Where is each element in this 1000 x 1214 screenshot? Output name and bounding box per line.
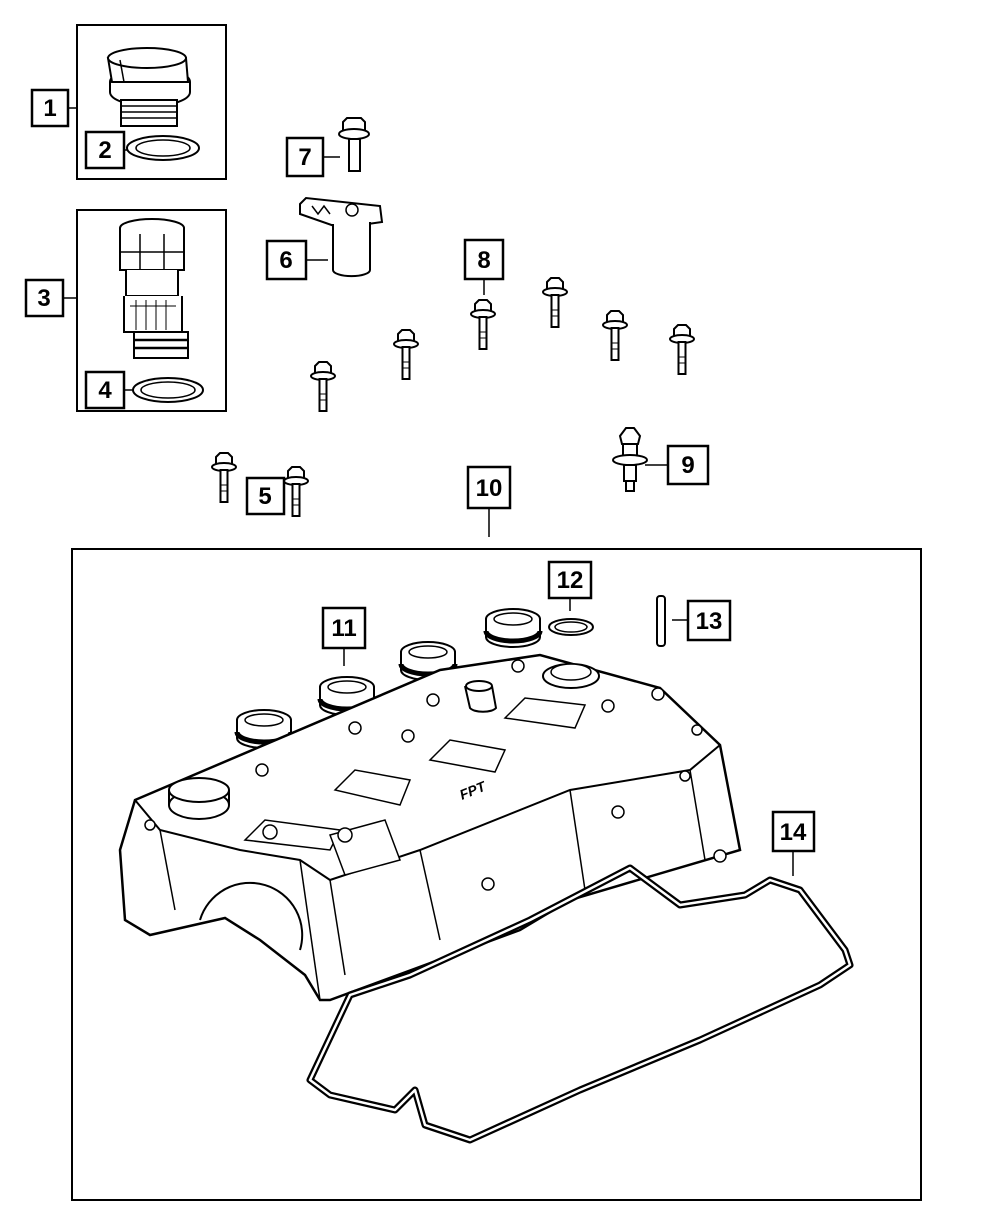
callout-14: 14 [771, 810, 816, 853]
callout-13: 13 [686, 599, 732, 642]
svg-text:7: 7 [298, 144, 311, 171]
svg-text:6: 6 [279, 247, 292, 274]
callout-3: 3 [24, 278, 65, 318]
dowel-pin-part[interactable] [656, 595, 666, 647]
svg-text:12: 12 [557, 567, 584, 594]
filler-group-box [76, 209, 227, 412]
svg-text:2: 2 [98, 137, 111, 164]
bolt-set-part-8[interactable] [310, 277, 695, 412]
sensor-bolt-part[interactable] [338, 117, 370, 172]
svg-text:14: 14 [780, 819, 807, 846]
svg-text:11: 11 [331, 615, 356, 642]
callout-8: 8 [463, 238, 505, 281]
tube-o-ring-part[interactable] [132, 377, 204, 403]
svg-text:9: 9 [681, 452, 694, 479]
callout-10: 10 [466, 465, 512, 510]
breather-stud-part[interactable] [612, 427, 648, 492]
callout-1: 1 [30, 88, 70, 128]
callout-12: 12 [547, 560, 593, 600]
cover-group-box [71, 548, 922, 1201]
svg-text:1: 1 [43, 95, 56, 122]
oil-filler-cap-part[interactable] [106, 47, 191, 127]
callout-7: 7 [285, 136, 325, 178]
svg-text:8: 8 [477, 247, 490, 274]
camshaft-sensor-part[interactable] [299, 196, 384, 278]
small-o-ring-part[interactable] [548, 618, 594, 636]
callout-4: 4 [84, 370, 126, 410]
svg-text:13: 13 [696, 608, 723, 635]
cap-o-ring-part[interactable] [126, 135, 200, 161]
svg-text:10: 10 [476, 475, 503, 502]
leader-lines [63, 107, 794, 876]
cap-group-box [76, 24, 227, 180]
callout-6: 6 [265, 239, 308, 281]
callout-11: 11 [321, 606, 367, 650]
cylinder-head-cover-part[interactable]: FPT [118, 653, 742, 1002]
cover-gasket-part[interactable] [306, 864, 854, 1144]
svg-text:5: 5 [258, 483, 271, 510]
callout-2: 2 [84, 130, 126, 170]
callout-9: 9 [666, 444, 710, 486]
callout-5: 5 [245, 476, 286, 516]
oil-filler-tube-part[interactable] [119, 218, 189, 359]
svg-text:3: 3 [37, 285, 50, 312]
svg-text:4: 4 [98, 377, 112, 404]
